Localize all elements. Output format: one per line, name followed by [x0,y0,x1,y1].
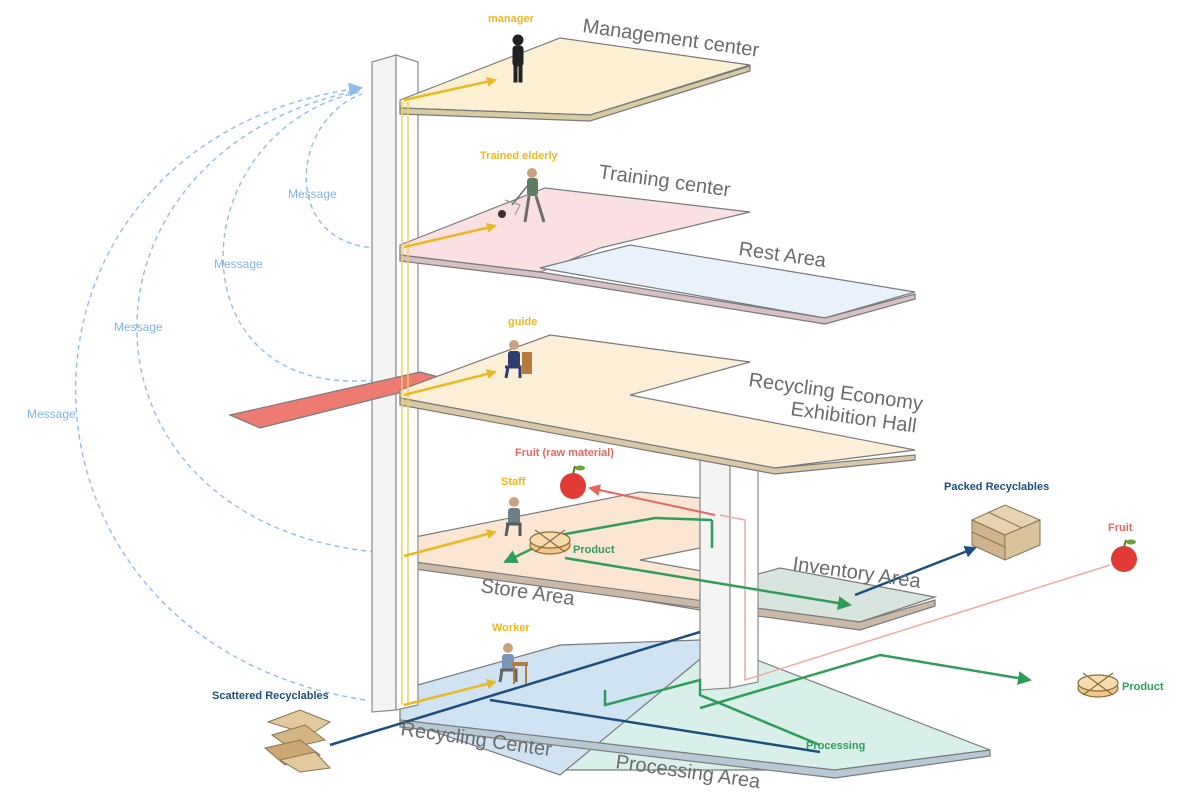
tag-scattered-recyclables: Scattered Recyclables [212,690,329,702]
scattered-recyclables-icon [263,709,332,773]
recyclables-flow-in [329,630,701,747]
people-flow [401,76,497,707]
fruit-flow-to-store [588,484,716,516]
message-arcs [74,82,379,701]
product-flow-processing-loop [603,678,821,747]
recyclables-flow-processing [489,698,821,754]
product-basket-store-icon [529,529,571,555]
message-arc-store [136,89,376,553]
recyclables-flow [329,546,977,754]
floor-ground [399,639,991,779]
trained-elderly-figure [498,168,546,223]
people-flow-training [403,222,497,249]
tag-guide: guide [508,316,537,328]
staff-figure [504,497,522,537]
floor-rest [539,244,916,319]
tag-processing: Processing [806,740,865,752]
people-flow-management [403,76,497,102]
tag-worker: Worker [492,622,530,634]
message-label-4: Message [27,407,76,421]
service-shaft-side [729,449,759,689]
tag-packed-recyclables: Packed Recyclables [944,481,1049,493]
manager-figure [512,34,524,83]
recyclables-flow-packed [854,546,977,597]
floor-management-edge [399,65,751,122]
message-arc-exhibition [222,91,376,382]
tag-product-out: Product [1122,681,1164,693]
message-arc-recycling [74,82,366,701]
product-flow-out [699,653,1032,710]
guide-figure [504,340,532,379]
fruit-flow-in [719,514,1111,682]
people-flow-exhibition [403,369,497,397]
label-training-center: Training center [597,161,732,201]
floor-exhibition-edge [399,397,916,475]
tag-manager: manager [488,13,535,25]
floor-training-level [399,187,916,325]
people-flow-store [403,529,497,558]
worker-figure [498,643,528,684]
people-flow-riser [401,102,409,705]
message-label-3: Message [114,320,163,334]
people-flow-recycling [403,679,497,707]
tag-fruit-raw-material: Fruit (raw material) [515,447,614,459]
tag-staff: Staff [501,476,526,488]
message-label-1: Message [288,187,337,201]
packed-recyclables-icon [970,504,1042,561]
product-flow-to-inventory [564,556,852,610]
floor-ground-edge [399,719,991,779]
fruit-raw-material-icon [560,465,586,499]
message-label-2: Message [214,257,263,271]
tag-trained-elderly: Trained elderly [480,150,559,162]
message-arc-training [305,93,379,249]
fruit-icon [1111,539,1137,572]
fruit-flow [588,484,1111,682]
product-flow-shaft [559,516,714,548]
product-basket-out-icon [1077,672,1119,698]
floor-training-edge [399,254,916,325]
product-flow [503,516,1032,747]
service-shaft-front [699,449,731,691]
tag-product-store: Product [573,544,615,556]
tag-fruit: Fruit [1108,522,1133,534]
floor-management-level [399,37,751,122]
